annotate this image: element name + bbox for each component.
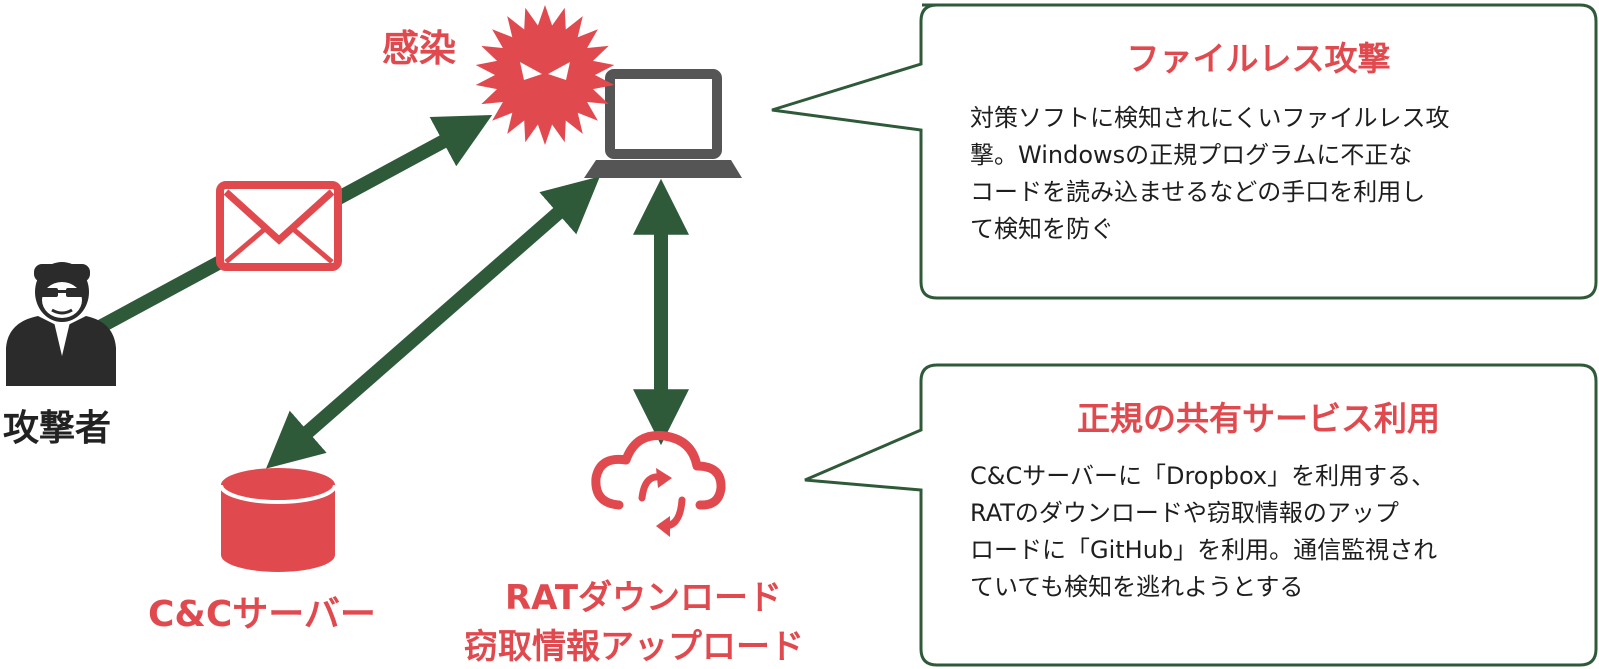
virus-body: [475, 5, 615, 145]
bubble-fileless-line: コードを読み込ませるなどの手口を利用し: [970, 178, 1426, 206]
bubble-fileless-title: ファイルレス攻撃: [1126, 39, 1391, 78]
bubble-fileless-line: 撃。Windowsの正規プログラムに不正な: [970, 141, 1413, 169]
attacker-label: 攻撃者: [3, 408, 112, 449]
virus-eye-left: [520, 62, 542, 80]
hacker-icon: [6, 262, 116, 386]
bubble-legit-service-line: RATのダウンロードや窃取情報のアップ: [970, 499, 1399, 527]
envelope-icon: [216, 181, 342, 271]
database-icon: [219, 468, 337, 572]
bubble-fileless-line: て検知を防ぐ: [970, 215, 1114, 243]
bubble-fileless-line: 対策ソフトに検知されにくいファイルレス攻: [970, 104, 1450, 132]
bubble-legit-service-shape: [804, 363, 1598, 667]
stolen-upload-label: 窃取情報アップロード: [464, 627, 804, 667]
arrow-pc-cc-server: [266, 176, 600, 469]
bubble-fileless-shape: [771, 3, 1598, 300]
cc-server-label: C&Cサーバー: [148, 594, 376, 635]
rat-download-label: RATダウンロード: [505, 578, 783, 618]
virus-icon: [475, 5, 615, 145]
bubble-legit-service-title: 正規の共有サービス利用: [1077, 399, 1440, 438]
virus-eye-right: [548, 62, 570, 80]
bubble-legit-service-body: C&Cサーバーに「Dropbox」を利用する、 RATのダウンロードや窃取情報の…: [970, 458, 1437, 606]
infection-label: 感染: [382, 27, 456, 70]
bubble-legit-service-line: C&Cサーバーに「Dropbox」を利用する、: [970, 462, 1436, 490]
laptop-icon: [584, 69, 742, 178]
bubble-legit-service-line: ロードに「GitHub」を利用。通信監視され: [970, 536, 1438, 564]
bubble-legit-service-line: ていても検知を逃れようとする: [970, 573, 1304, 601]
cloud-sync-icon: [591, 431, 726, 537]
bubble-fileless-body: 対策ソフトに検知されにくいファイルレス攻 撃。Windowsの正規プログラムに不…: [970, 100, 1450, 248]
